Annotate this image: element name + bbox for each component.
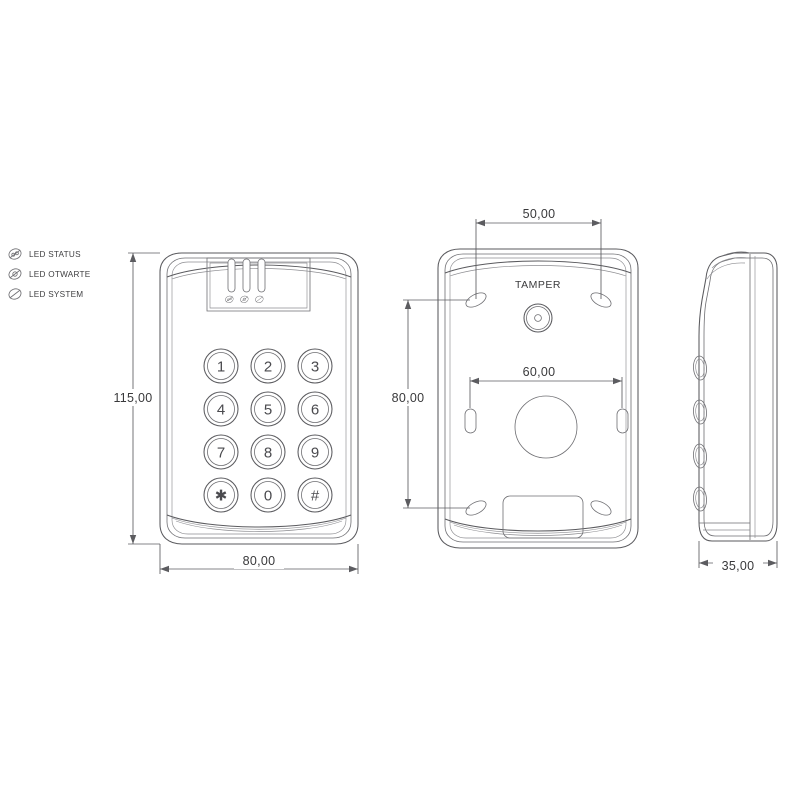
side-button-bump	[693, 355, 707, 381]
key-label: 9	[311, 445, 319, 462]
legend-label: LED OTWARTE	[29, 269, 91, 279]
keypad[interactable]: 1 2 3 4 5 6 7 8 9 ✱ 0	[203, 348, 333, 513]
mount-hole	[465, 500, 487, 516]
key-label: 3	[311, 359, 319, 376]
mount-hole	[616, 408, 629, 434]
tamper-switch: TAMPER	[515, 279, 561, 333]
side-button-bump	[693, 443, 707, 469]
key-label: 7	[217, 445, 225, 462]
key-button: 8	[250, 434, 286, 470]
dimension-label: 80,00	[243, 554, 276, 568]
led-glyph-row	[225, 295, 264, 303]
key-button: 2	[250, 348, 286, 384]
side-button-bump	[693, 486, 707, 512]
key-button: ✱	[203, 477, 239, 513]
dimension-label: 60,00	[523, 365, 556, 379]
legend-item: LED SYSTEM	[8, 284, 118, 304]
key-button: 6	[297, 391, 333, 427]
dimension-depth-35: 35,00	[698, 541, 778, 574]
led-system-icon	[8, 288, 22, 300]
rear-view: TAMPER 50,00 60,00	[383, 205, 639, 549]
key-button: 9	[297, 434, 333, 470]
legend-label: LED STATUS	[29, 249, 81, 259]
key-button: 4	[203, 391, 239, 427]
dimension-label: 115,00	[113, 391, 152, 405]
key-label: #	[311, 488, 320, 505]
side-view: 35,00	[693, 251, 778, 574]
key-button: #	[297, 477, 333, 513]
led-otwarte-icon	[8, 268, 22, 280]
led-status-icon	[8, 248, 22, 260]
key-button: 3	[297, 348, 333, 384]
legend: LED STATUS LED OTWARTE LED SYSTEM	[8, 244, 118, 304]
key-label: 5	[264, 402, 272, 419]
key-label: 4	[217, 402, 225, 419]
key-button: 5	[250, 391, 286, 427]
key-button: 1	[203, 348, 239, 384]
key-label: ✱	[215, 488, 228, 505]
key-label: 0	[264, 488, 272, 505]
dimension-top-50: 50,00	[475, 205, 602, 299]
dimension-label: 50,00	[523, 207, 556, 221]
mount-hole	[464, 408, 477, 434]
mount-hole	[590, 500, 612, 516]
key-label: 2	[264, 359, 272, 376]
dimension-vertical-80: 80,00	[383, 299, 470, 509]
key-label: 1	[217, 359, 225, 376]
connector-cutout	[502, 495, 584, 539]
key-button: 0	[250, 477, 286, 513]
legend-item: LED STATUS	[8, 244, 118, 264]
dimension-mid-60: 60,00	[469, 363, 623, 408]
dimension-label: 35,00	[722, 559, 755, 573]
dimension-width-80: 80,00	[159, 544, 359, 574]
legend-label: LED SYSTEM	[29, 289, 84, 299]
front-view: 1 2 3 4 5 6 7 8 9 ✱ 0	[109, 252, 359, 574]
key-button: 7	[203, 434, 239, 470]
mount-hole	[465, 292, 487, 308]
mount-hole	[590, 292, 612, 308]
legend-item: LED OTWARTE	[8, 264, 118, 284]
side-button-bump	[693, 399, 707, 425]
key-label: 8	[264, 445, 272, 462]
key-label: 6	[311, 402, 319, 419]
dimension-height-115: 115,00	[109, 252, 160, 545]
tamper-label: TAMPER	[515, 279, 561, 291]
led-indicator-slots	[227, 258, 266, 293]
cable-knockout	[514, 395, 578, 459]
dimension-label: 80,00	[392, 391, 425, 405]
